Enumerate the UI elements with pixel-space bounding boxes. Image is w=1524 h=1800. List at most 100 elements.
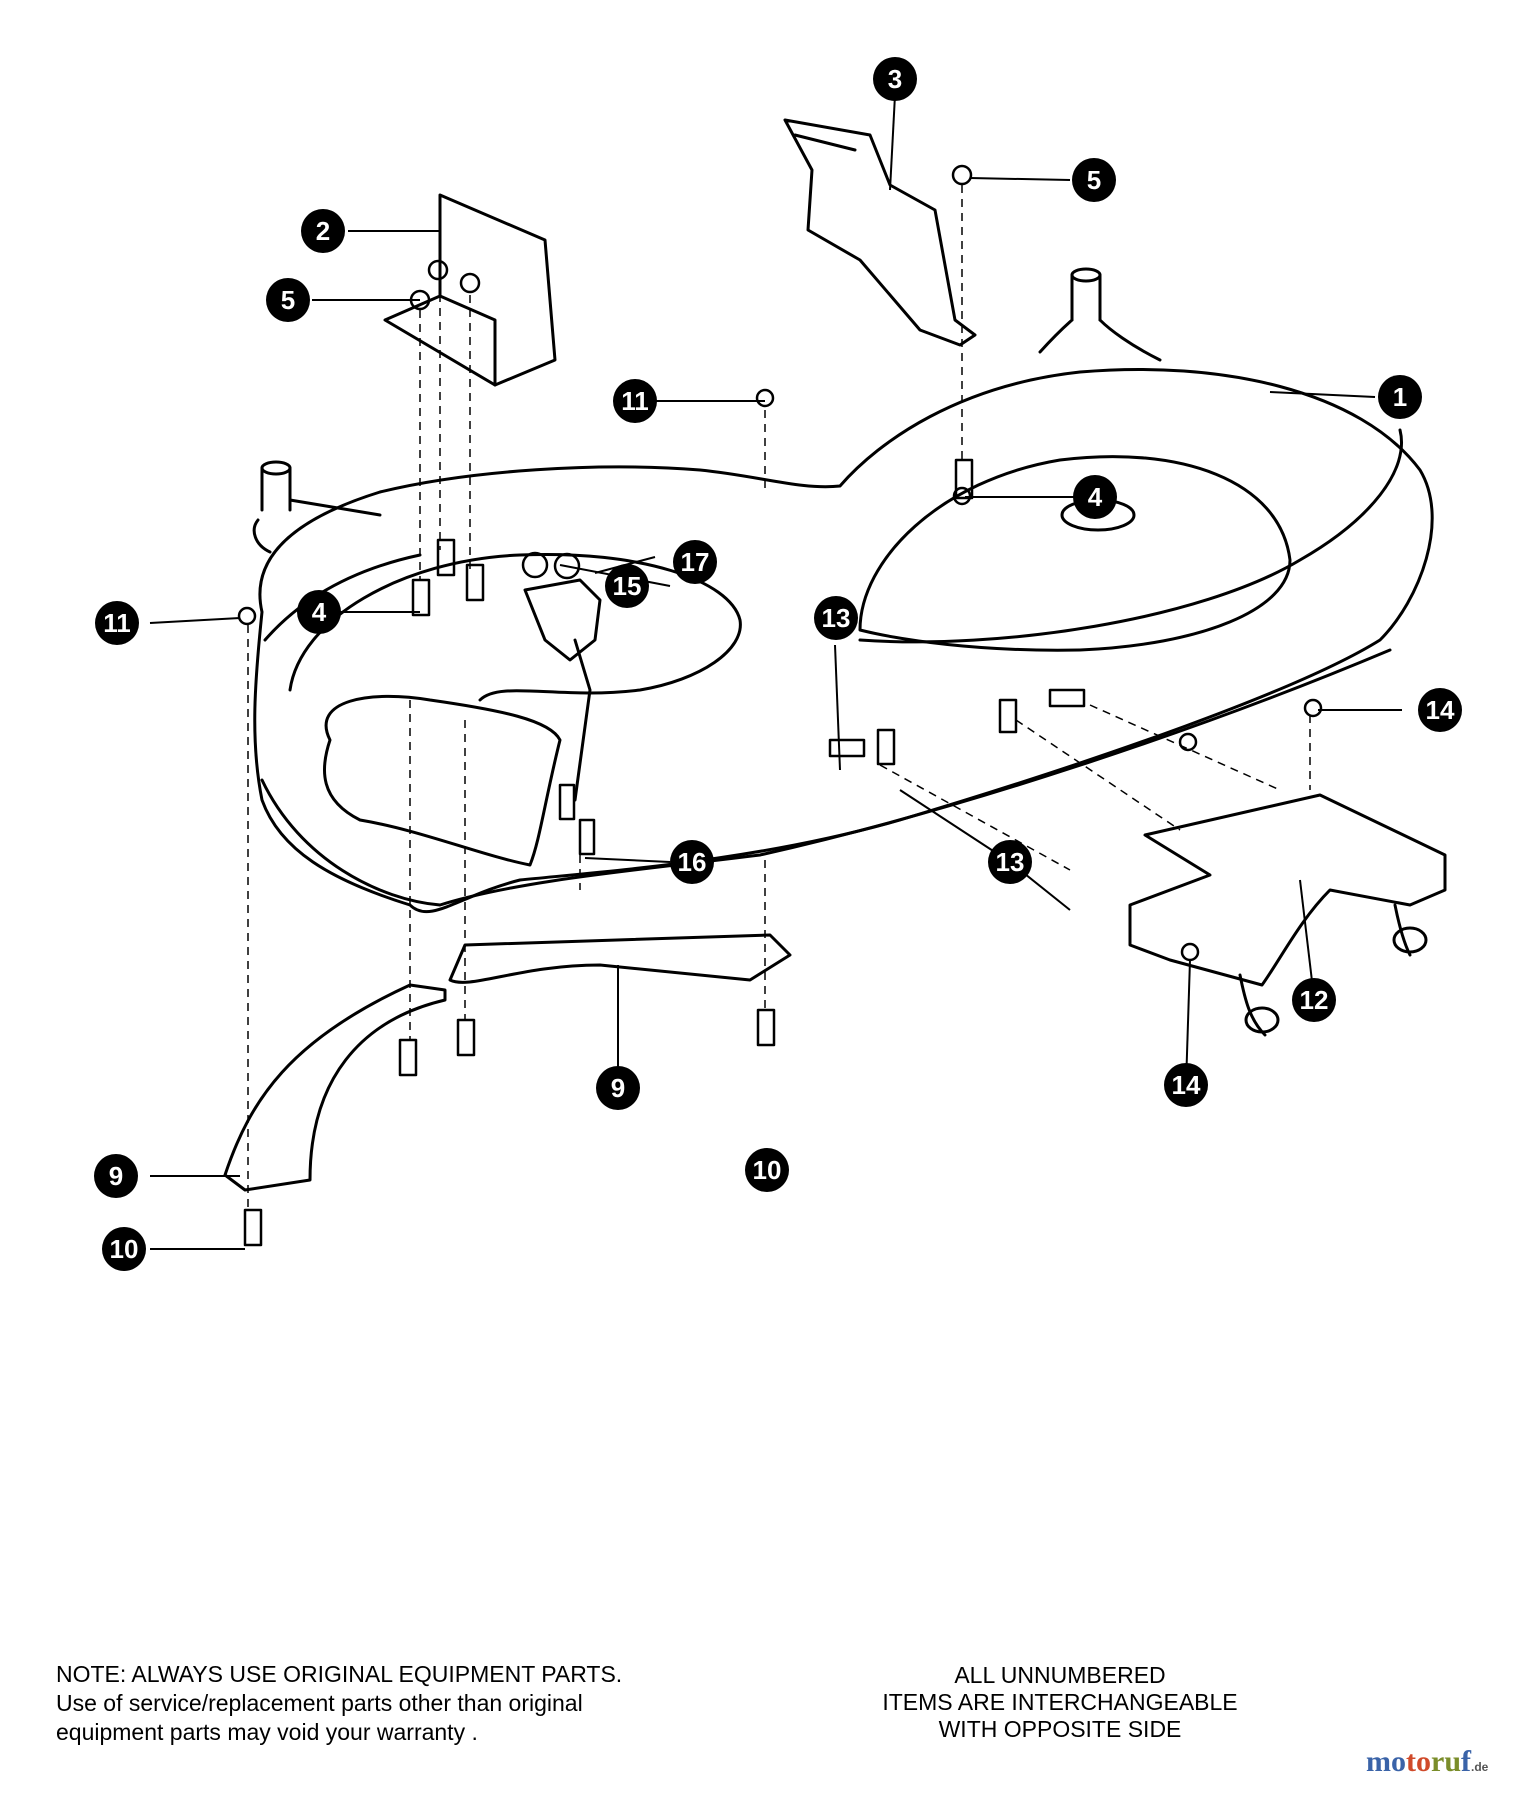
callout-16: 16 — [670, 840, 714, 884]
callout-bubble — [673, 540, 717, 584]
callout-10b: 10 — [102, 1227, 146, 1271]
callout-bubble — [1418, 688, 1462, 732]
callout-bubble — [95, 601, 139, 645]
shield-item-3 — [783, 118, 977, 347]
callout-number: 14 — [1426, 695, 1455, 725]
callout-number: 4 — [312, 597, 327, 627]
bolt — [243, 1208, 263, 1247]
callout-number: 15 — [613, 571, 642, 601]
height-adjust-linkage — [523, 578, 602, 802]
callout-number: 16 — [678, 847, 707, 877]
callout-11b: 11 — [95, 601, 139, 645]
callout-group: 1 2 3 4 4 5 5 9 9 10 10 11 11 12 13 13 1… — [94, 57, 1462, 1271]
unnumbered-items-note: ALL UNNUMBERED ITEMS ARE INTERCHANGEABLE… — [840, 1662, 1280, 1743]
callout-number: 13 — [996, 847, 1025, 877]
baffle-item-9-left — [223, 983, 447, 1192]
left-blade-dome — [288, 552, 742, 702]
callout-9b: 9 — [94, 1154, 138, 1198]
leader-lines — [149, 94, 1402, 1250]
bolt — [1048, 688, 1086, 708]
spindle-post-left — [260, 466, 292, 512]
callout-14a: 14 — [1418, 688, 1462, 732]
callout-bubble — [605, 564, 649, 608]
callout-number: 3 — [888, 64, 902, 94]
callout-2: 2 — [301, 209, 345, 253]
callout-bubble — [102, 1227, 146, 1271]
right-blade-dome — [858, 455, 1292, 652]
callout-13a: 13 — [814, 596, 858, 640]
spindle-post-left-top — [260, 460, 292, 476]
callout-bubble — [297, 590, 341, 634]
callout-number: 9 — [611, 1073, 625, 1103]
callout-bubble — [613, 379, 657, 423]
unnumbered-line-1: ALL UNNUMBERED — [954, 1662, 1166, 1688]
unnumbered-line-2: ITEMS ARE INTERCHANGEABLE — [882, 1689, 1238, 1715]
bolt — [465, 563, 485, 602]
spindle-post-right-base — [1038, 318, 1162, 362]
deck-top-rim — [263, 428, 1403, 644]
hitch-arm-right-end — [1392, 926, 1428, 954]
callout-bubble — [1164, 1063, 1208, 1107]
callout-bubble — [1292, 978, 1336, 1022]
callout-9a: 9 — [596, 1066, 640, 1110]
callout-number: 5 — [1087, 165, 1101, 195]
callout-13b: 13 — [988, 840, 1032, 884]
callout-bubble — [814, 596, 858, 640]
callout-11a: 11 — [613, 379, 657, 423]
unnumbered-line-3: WITH OPPOSITE SIDE — [938, 1716, 1182, 1742]
callout-number: 5 — [281, 285, 295, 315]
bracket-item-2-fold — [438, 294, 497, 387]
callout-4a: 4 — [1073, 475, 1117, 519]
hitch-arm-left-end — [1244, 1006, 1280, 1034]
callout-number: 12 — [1300, 985, 1329, 1015]
callout-bubble — [988, 840, 1032, 884]
warranty-note: NOTE: ALWAYS USE ORIGINAL EQUIPMENT PART… — [56, 1660, 756, 1747]
callout-bubble — [596, 1066, 640, 1110]
callout-number: 13 — [822, 603, 851, 633]
callout-1: 1 — [1378, 375, 1422, 419]
callout-number: 9 — [109, 1161, 123, 1191]
baffle-item-9-center — [448, 933, 792, 984]
callout-number: 10 — [110, 1234, 139, 1264]
mower-deck-housing — [253, 367, 1434, 914]
callout-bubble — [94, 1154, 138, 1198]
callout-12: 12 — [1292, 978, 1336, 1022]
callout-bubble — [301, 209, 345, 253]
bolt — [558, 783, 576, 821]
callout-5b: 5 — [266, 278, 310, 322]
callout-bubble — [1072, 158, 1116, 202]
hitch-bracket-item-12 — [1128, 793, 1447, 987]
callout-number: 14 — [1172, 1070, 1201, 1100]
callout-number: 17 — [681, 547, 710, 577]
bolt — [398, 1038, 418, 1077]
callout-bubble — [745, 1148, 789, 1192]
bolt — [436, 538, 456, 577]
hardware-fasteners — [237, 164, 1323, 1247]
callout-10a: 10 — [745, 1148, 789, 1192]
callout-number: 2 — [316, 216, 330, 246]
callout-3: 3 — [873, 57, 917, 101]
bolt — [828, 738, 866, 758]
note-line-2: Use of service/replacement parts other t… — [56, 1690, 583, 1716]
callout-number: 10 — [753, 1155, 782, 1185]
callout-14b: 14 — [1164, 1063, 1208, 1107]
bolt — [756, 1008, 776, 1047]
bolt — [954, 458, 974, 500]
callout-number: 4 — [1088, 482, 1103, 512]
bolt — [998, 698, 1018, 734]
bolt — [411, 578, 431, 617]
callout-bubble — [670, 840, 714, 884]
spindle-post-right-top — [1070, 267, 1102, 283]
shield-item-3-slot — [793, 133, 857, 152]
callout-17: 17 — [673, 540, 717, 584]
callout-bubble — [1073, 475, 1117, 519]
note-line-3: equipment parts may void your warranty . — [56, 1719, 478, 1745]
explosion-lines — [247, 185, 1311, 1210]
callout-number: 11 — [621, 386, 649, 416]
spindle-post-right — [1070, 273, 1102, 322]
callout-number: 11 — [103, 608, 131, 638]
callout-15: 15 — [605, 564, 649, 608]
deck-skirt-lower — [260, 648, 1392, 907]
callout-number: 1 — [1393, 382, 1407, 412]
